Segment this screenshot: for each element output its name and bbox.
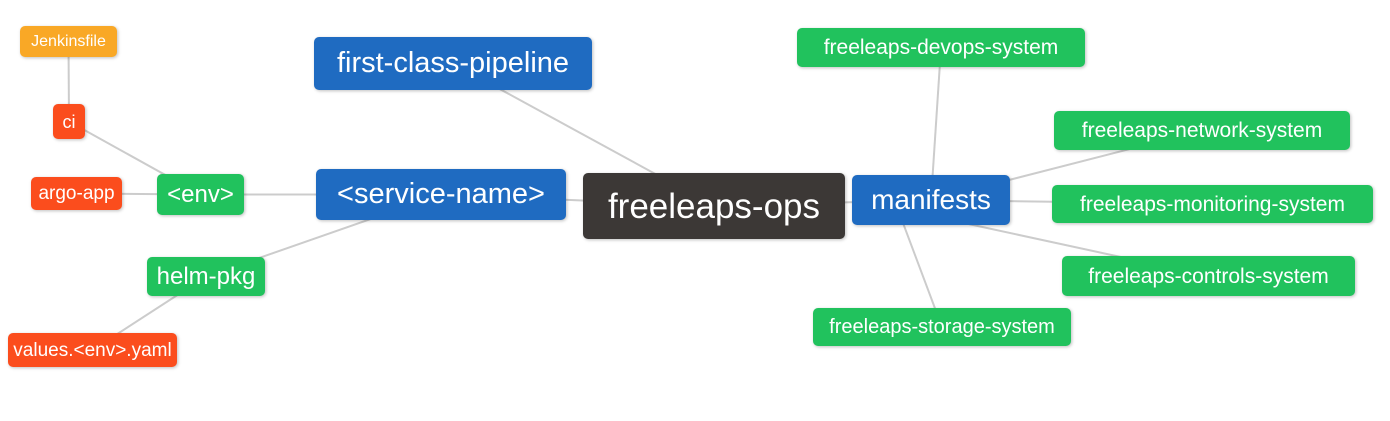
node-label: freeleaps-network-system: [1081, 119, 1323, 142]
mindmap-node-freeleaps-ops[interactable]: freeleaps-ops: [583, 173, 845, 239]
node-label: first-class-pipeline: [336, 47, 570, 79]
node-label: <service-name>: [337, 178, 545, 210]
node-label: freeleaps-storage-system: [829, 316, 1055, 338]
mindmap-node-freeleaps-controls-system[interactable]: freeleaps-controls-system: [1062, 256, 1355, 296]
node-label: freeleaps-controls-system: [1088, 264, 1329, 288]
mindmap-node-helm-pkg[interactable]: helm-pkg: [147, 257, 265, 296]
node-label: helm-pkg: [156, 262, 256, 290]
mindmap-node-freeleaps-storage-system[interactable]: freeleaps-storage-system: [813, 308, 1071, 346]
mindmap-node-freeleaps-devops-system[interactable]: freeleaps-devops-system: [797, 28, 1085, 67]
node-label: values.<env>.yaml: [13, 339, 172, 361]
node-label: freeleaps-ops: [607, 186, 821, 226]
mindmap-node-service-name[interactable]: <service-name>: [316, 169, 566, 220]
node-label: Jenkinsfile: [31, 32, 106, 50]
node-label: argo-app: [38, 183, 115, 204]
mindmap-node-freeleaps-network-system[interactable]: freeleaps-network-system: [1054, 111, 1350, 150]
mindmap-node-env[interactable]: <env>: [157, 174, 244, 215]
mindmap-node-argo-app[interactable]: argo-app: [31, 177, 122, 210]
mindmap-node-values-env-yaml[interactable]: values.<env>.yaml: [8, 333, 177, 367]
mindmap-node-freeleaps-monitoring-system[interactable]: freeleaps-monitoring-system: [1052, 185, 1373, 223]
mindmap-node-first-class-pipeline[interactable]: first-class-pipeline: [314, 37, 592, 90]
node-label: manifests: [871, 184, 991, 215]
mindmap-node-ci[interactable]: ci: [53, 104, 85, 139]
node-label: <env>: [167, 180, 234, 208]
mindmap-node-manifests[interactable]: manifests: [852, 175, 1010, 225]
node-label: ci: [62, 111, 76, 132]
node-label: freeleaps-devops-system: [823, 36, 1059, 59]
edge-manifests--freeleaps-devops-system: [930, 47, 942, 201]
node-label: freeleaps-monitoring-system: [1080, 192, 1345, 216]
mindmap-node-jenkinsfile[interactable]: Jenkinsfile: [20, 26, 117, 57]
